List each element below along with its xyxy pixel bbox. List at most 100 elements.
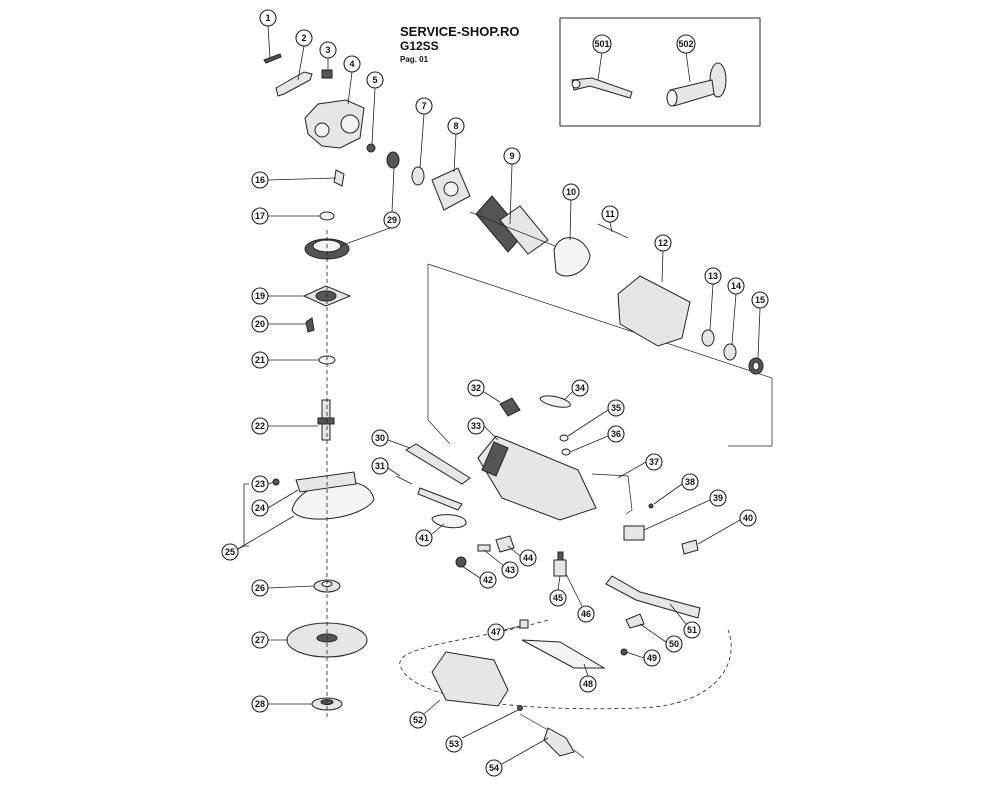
callout-5-label: 5 — [372, 75, 377, 85]
callout-51 — [683, 621, 701, 639]
callout-29-label: 29 — [387, 215, 397, 225]
callout-26 — [251, 579, 269, 597]
callout-23-label: 23 — [255, 479, 265, 489]
callout-1 — [259, 9, 277, 27]
callout-38-label: 38 — [685, 477, 695, 487]
callout-35-label: 35 — [611, 403, 621, 413]
callout-54-label: 54 — [489, 763, 499, 773]
callout-41-label: 41 — [419, 533, 429, 543]
callout-19-label: 19 — [255, 291, 265, 301]
callout-31-label: 31 — [375, 461, 385, 471]
callout-30 — [371, 429, 389, 447]
callout-11-label: 11 — [605, 209, 615, 219]
callout-54 — [485, 759, 503, 777]
page-label: Pag. 01 — [400, 55, 429, 64]
bracket-23-25 — [235, 483, 249, 551]
callout-52 — [409, 711, 427, 729]
callout-40 — [739, 509, 757, 527]
side-handle-drawing — [666, 51, 727, 107]
callout-28 — [251, 695, 269, 713]
callout-37 — [645, 453, 663, 471]
callout-17 — [251, 207, 269, 225]
callout-501-label: 501 — [594, 39, 609, 49]
callout-49 — [643, 649, 661, 667]
callout-11 — [601, 205, 619, 223]
callouts: 1 2 3 4 5 7 8 9 10 11 — [221, 9, 769, 777]
callout-13-label: 13 — [708, 271, 718, 281]
callout-37-label: 37 — [649, 457, 659, 467]
callout-501 — [592, 34, 612, 54]
callout-502 — [676, 34, 696, 54]
callout-15-label: 15 — [755, 295, 765, 305]
callout-53 — [445, 735, 463, 753]
callout-9-label: 9 — [509, 151, 514, 161]
housing-parts — [395, 395, 701, 759]
gear-head-parts — [263, 53, 425, 720]
callout-45-label: 45 — [553, 593, 563, 603]
callout-502-label: 502 — [678, 39, 693, 49]
callout-20 — [251, 315, 269, 333]
callout-29 — [383, 211, 401, 229]
callout-52-label: 52 — [413, 715, 423, 725]
callout-48-label: 48 — [583, 679, 593, 689]
callout-22 — [251, 417, 269, 435]
callout-27-label: 27 — [255, 635, 265, 645]
callout-34-label: 34 — [575, 383, 585, 393]
callout-14-label: 14 — [731, 281, 741, 291]
callout-17-label: 17 — [255, 211, 265, 221]
model-name: G12SS — [400, 39, 439, 53]
callout-16-label: 16 — [255, 175, 265, 185]
callout-43-label: 43 — [505, 565, 515, 575]
callout-31 — [371, 457, 389, 475]
callout-8-label: 8 — [453, 121, 458, 131]
callout-53-label: 53 — [449, 739, 459, 749]
callout-21-label: 21 — [255, 355, 265, 365]
callout-41 — [415, 529, 433, 547]
callout-28-label: 28 — [255, 699, 265, 709]
callout-32 — [467, 379, 485, 397]
callout-39 — [709, 489, 727, 507]
callout-22-label: 22 — [255, 421, 265, 431]
callout-3 — [319, 41, 337, 59]
callout-24 — [251, 499, 269, 517]
callout-24-label: 24 — [255, 503, 265, 513]
callout-47 — [487, 623, 505, 641]
callout-13 — [704, 267, 722, 285]
callout-12 — [654, 234, 672, 252]
callout-4 — [343, 55, 361, 73]
callout-47-label: 47 — [491, 627, 501, 637]
callout-25-label: 25 — [225, 547, 235, 557]
callout-46 — [577, 605, 595, 623]
callout-19 — [251, 287, 269, 305]
callout-7-label: 7 — [421, 101, 426, 111]
diagram-header: SERVICE-SHOP.RO G12SS Pag. 01 — [400, 24, 519, 64]
callout-39-label: 39 — [713, 493, 723, 503]
callout-2-label: 2 — [301, 33, 306, 43]
shop-name: SERVICE-SHOP.RO — [400, 24, 519, 39]
callout-45 — [549, 589, 567, 607]
callout-49-label: 49 — [647, 653, 657, 663]
callout-9 — [503, 147, 521, 165]
callout-14 — [727, 277, 745, 295]
accessory-box — [559, 17, 761, 127]
callout-20-label: 20 — [255, 319, 265, 329]
callout-48 — [579, 675, 597, 693]
callout-2 — [295, 29, 313, 47]
callout-46-label: 46 — [581, 609, 591, 619]
callout-7 — [415, 97, 433, 115]
callout-38 — [681, 473, 699, 491]
callout-15 — [751, 291, 769, 309]
callout-36 — [607, 425, 625, 443]
callout-12-label: 12 — [658, 238, 668, 248]
callout-3-label: 3 — [325, 45, 330, 55]
callout-44 — [519, 549, 537, 567]
callout-23 — [251, 475, 269, 493]
spanner-wrench-drawing — [571, 51, 633, 99]
callout-51-label: 51 — [687, 625, 697, 635]
callout-10-label: 10 — [566, 187, 576, 197]
callout-42-label: 42 — [483, 575, 493, 585]
callout-44-label: 44 — [523, 553, 533, 563]
callout-36-label: 36 — [611, 429, 621, 439]
callout-27 — [251, 631, 269, 649]
callout-4-label: 4 — [349, 59, 354, 69]
